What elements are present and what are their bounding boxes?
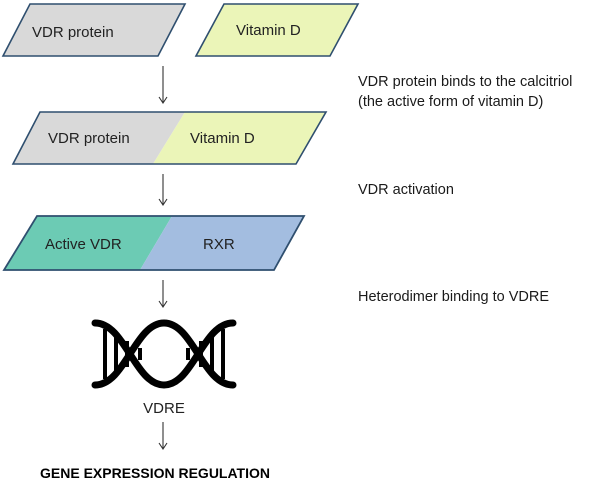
step-activation-text: VDR activation (358, 182, 454, 198)
dna-helix-icon (91, 319, 237, 389)
vdre-label: VDRE (143, 400, 185, 417)
heterodimer-box: Active VDR RXR (2, 215, 306, 271)
step-heterodimer-text: Heterodimer binding to VDRE (358, 289, 549, 305)
down-arrow-icon (158, 280, 168, 308)
rxr-label: RXR (203, 236, 235, 253)
active-vdr-label: Active VDR (45, 236, 122, 253)
down-arrow-icon (158, 174, 168, 206)
vdr-protein-label: VDR protein (32, 24, 114, 41)
vitamin-d-label: Vitamin D (236, 22, 301, 39)
vitamin-d-box: Vitamin D (194, 3, 360, 57)
down-arrow-icon (158, 422, 168, 450)
step-binding-line1: VDR protein binds to the calcitriol (358, 74, 572, 90)
down-arrow-icon (158, 66, 168, 104)
complex-vdr-label: VDR protein (48, 130, 130, 147)
gene-expression-regulation-label: GENE EXPRESSION REGULATION (40, 465, 270, 481)
vdr-vitamin-d-complex: VDR protein Vitamin D (11, 111, 328, 165)
step-binding-line2: (the active form of vitamin D) (358, 94, 543, 110)
vdr-protein-box: VDR protein (1, 3, 187, 57)
step-binding-text: VDR protein binds to the calcitriol (the… (358, 74, 572, 110)
complex-vitamin-d-label: Vitamin D (190, 130, 255, 147)
